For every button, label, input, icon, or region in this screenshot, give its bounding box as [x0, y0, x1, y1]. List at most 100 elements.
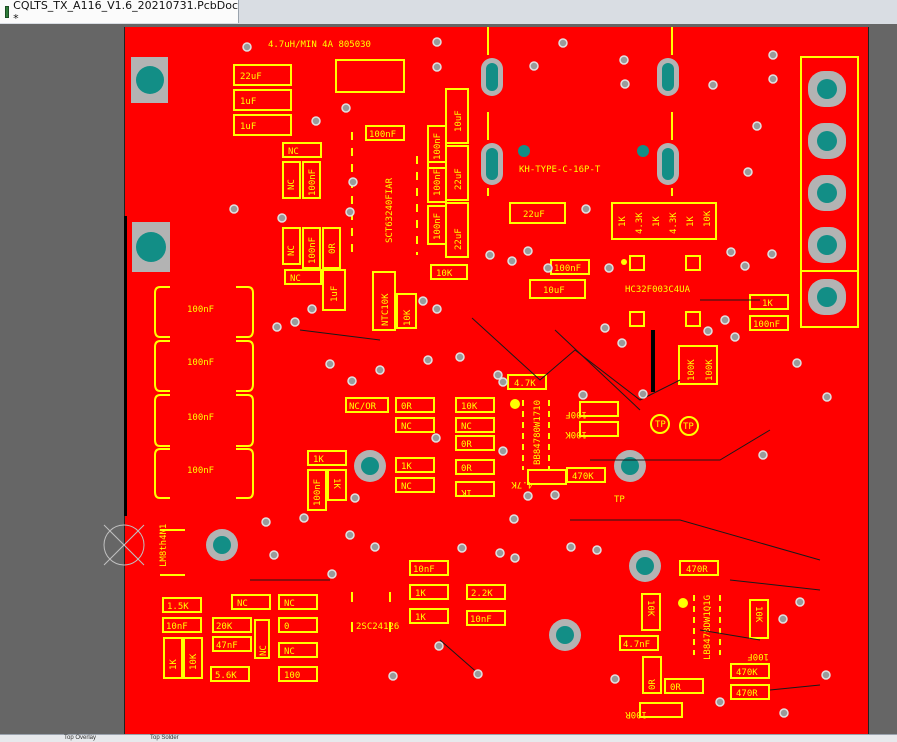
nc-h: NC [237, 599, 248, 609]
nc-g: NC [401, 482, 412, 492]
right-connector-outline [800, 56, 859, 328]
c-10uF-h: 10uF [543, 286, 565, 296]
c-100nF-v2: 100nF [433, 133, 443, 160]
c-100nF-v6: 100nF [313, 479, 323, 506]
nc-f: NC [461, 422, 472, 432]
r-10K-h: 10K [436, 269, 453, 279]
r-43K-2: 4.3K [669, 212, 679, 234]
r-1K-8: 1K [415, 613, 426, 623]
connector-pins [808, 71, 846, 315]
r-1K-3: 1K [686, 216, 696, 227]
r-470K-b: 470K [736, 668, 758, 678]
nc-d: NC [290, 274, 301, 284]
large-vias [206, 450, 661, 651]
r-1K-2: 1K [652, 216, 662, 227]
c-10nF-a: 10nF [413, 565, 435, 575]
board-edge-line [651, 330, 655, 392]
c-10nF-c: 10nF [166, 622, 188, 632]
r-10K-2: 10K [703, 210, 713, 227]
mcu-label: HC32F003C4UA [625, 285, 691, 295]
r-1K-4: 1K [461, 487, 472, 497]
r-100F: 100F [565, 409, 587, 419]
nc-c: NC [287, 245, 297, 256]
r-470R-b: 470R [736, 689, 758, 699]
r-1K-v: 1K [331, 478, 341, 489]
r-100K-v1: 100K [687, 359, 697, 381]
ic-b1-label: BB84780W1710 [533, 400, 543, 465]
r-100K-a: 100K [565, 429, 587, 439]
r-0R-d: 0R [461, 464, 472, 474]
inductor-1: 100nF [187, 305, 214, 315]
nc-j: NC [259, 645, 269, 656]
r-1K-1: 1K [618, 216, 628, 227]
r-22K: 2.2K [471, 589, 493, 599]
c-10uF-v: 10uF [454, 110, 464, 132]
mounting-hole [136, 66, 164, 94]
traces [250, 299, 821, 691]
inductor-outline [335, 59, 405, 93]
c-1uF-a: 1uF [240, 97, 256, 107]
r-1K-9: 1K [169, 659, 179, 670]
r-0: 0 [284, 622, 289, 632]
r-10K-v: 10K [403, 309, 413, 326]
r-10K-c: 10K [461, 402, 478, 412]
c-100nF-v4: 100nF [433, 213, 443, 240]
r-47K-b: 4.7K [511, 479, 533, 489]
tab-pcb-document[interactable]: CQLTS_TX_A116_V1.6_20210731.PcbDoc * [0, 0, 239, 25]
tp-3: TP [614, 495, 625, 505]
inductor-4: 100nF [187, 466, 214, 476]
c-1uF-v: 1uF [330, 286, 340, 302]
driver-ic-label: SCT63240FIAR [385, 177, 395, 243]
r-0R-f: 0R [670, 683, 681, 693]
c-100nF-v1: 100nF [308, 169, 318, 196]
c-100nF-v5: 100nF [308, 237, 318, 264]
test-point [650, 414, 670, 434]
nc-b: NC [287, 179, 297, 190]
r-100K-v2: 100K [705, 359, 715, 381]
usb-c-connector [481, 27, 679, 196]
inductor-stack [154, 286, 254, 499]
small-vias [229, 37, 832, 718]
header-text: 4.7uH/MIN 4A 805030 [268, 40, 371, 50]
r-100F-b: 100F [747, 651, 769, 661]
mcu-outline [621, 255, 701, 327]
r-0R-b: 0R [401, 402, 412, 412]
transistor-label: 2SC24126 [356, 622, 399, 632]
r-15K: 1.5K [167, 602, 189, 612]
usb-connector-label: KH-TYPE-C-16P-T [519, 165, 601, 175]
nc-i: NC [284, 599, 295, 609]
ic-b2-label: LB8478DW1Q1G [703, 595, 713, 660]
r-47K-a: 4.7K [514, 379, 536, 389]
c-22uF-v2: 22uF [454, 228, 464, 250]
r-43K-1: 4.3K [635, 212, 645, 234]
ldo-label: LM8th4N1 [159, 524, 169, 567]
c-47nF-b: 4.7nF [623, 640, 650, 650]
c-100nF-h: 100nF [554, 264, 581, 274]
board-edge-line [124, 216, 127, 516]
test-point [679, 416, 699, 436]
layer-tab-bar: Top Overlay Top Solder [0, 734, 897, 742]
nc-e: NC [401, 422, 412, 432]
r-10K-e: 10K [645, 600, 655, 617]
r-0R-e: 0R [648, 679, 658, 690]
nc-or: NC/OR [349, 402, 377, 412]
r-100: 100 [284, 671, 300, 681]
layer-tab-top-overlay[interactable]: Top Overlay [64, 735, 97, 741]
c-10nF-b: 10nF [470, 615, 492, 625]
r-10K-f: 10K [753, 606, 763, 623]
c-22uF-h: 22uF [523, 210, 545, 220]
r-470K-a: 470K [572, 472, 594, 482]
tp-2: TP [683, 422, 694, 432]
c-22uF-v1: 22uF [454, 168, 464, 190]
origin-crosshair-icon [103, 524, 145, 566]
r-100R: 100R [625, 709, 647, 719]
ntc-resistor: NTC10K [381, 293, 391, 326]
r-1K-5: 1K [313, 455, 324, 465]
inductor-3: 100nF [187, 413, 214, 423]
c-47nF: 47nF [216, 641, 238, 651]
r-470R-a: 470R [686, 565, 708, 575]
layer-tab-top-solder[interactable]: Top Solder [150, 735, 179, 741]
r-1K-right: 1K [762, 299, 773, 309]
tab-title: CQLTS_TX_A116_V1.6_20210731.PcbDoc * [13, 0, 238, 25]
c-100nF-v3: 100nF [433, 169, 443, 196]
